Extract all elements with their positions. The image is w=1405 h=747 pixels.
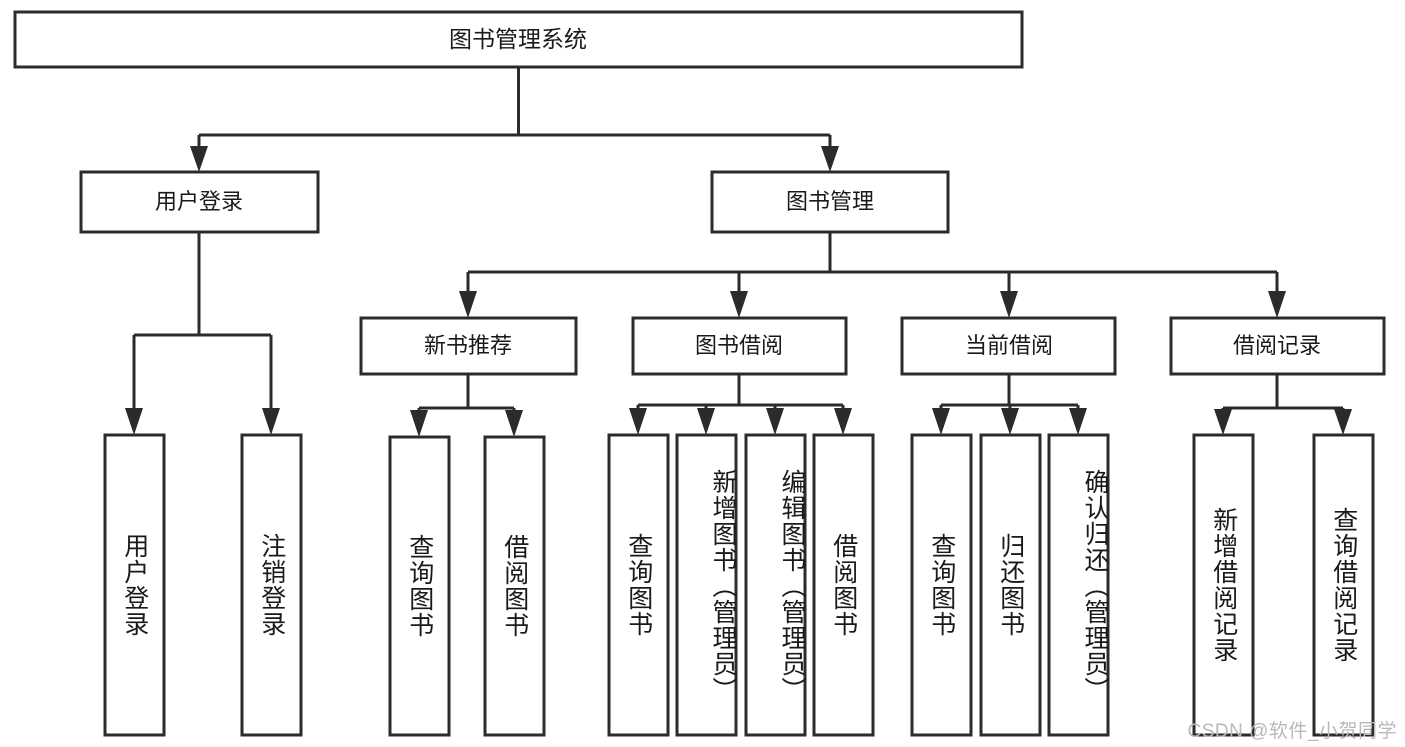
node-borrow-record-box[interactable] (1169, 316, 1386, 376)
node-book-borrow[interactable]: 图书借阅 (631, 316, 848, 376)
arrowhead-current-borrow-leaf-3 (1069, 408, 1087, 435)
leaf-box-book-borrow-3[interactable] (744, 433, 807, 737)
node-new-book-recommend[interactable]: 新书推荐 (359, 316, 578, 376)
arrowhead-leaf-user-login-1 (125, 408, 143, 435)
leaf-box-book-borrow-1[interactable] (607, 433, 670, 737)
arrowhead-current-borrow-leaf-2 (1001, 408, 1019, 435)
arrowhead-new-book-leaf-2 (505, 410, 523, 437)
arrowhead-current-borrow (1000, 291, 1018, 318)
leaf-box-current-borrow-2[interactable] (979, 433, 1042, 737)
node-book-management[interactable]: 图书管理 (710, 170, 950, 234)
arrowhead-book-borrow-leaf-3 (766, 408, 784, 435)
arrowhead-current-borrow-leaf-1 (932, 408, 950, 435)
node-new-book-recommend-label: 新书推荐 (424, 333, 512, 358)
node-borrow-record-label: 借阅记录 (1233, 333, 1321, 358)
arrowhead-new-book-leaf-1 (410, 410, 428, 437)
node-current-borrow-box[interactable] (900, 316, 1117, 376)
arrowhead-borrow-record (1268, 291, 1286, 318)
node-root-label: 图书管理系统 (449, 26, 587, 52)
csdn-watermark: CSDN @软件_小贺同学 (1187, 721, 1397, 742)
arrowhead-book-borrow-leaf-1 (629, 408, 647, 435)
node-current-borrow[interactable]: 当前借阅 (900, 316, 1117, 376)
node-root-box[interactable] (13, 10, 1024, 69)
leaf-box-user-login-1[interactable] (103, 433, 166, 737)
leaf-box-new-book-2[interactable] (483, 435, 546, 737)
arrowhead-book-borrow-leaf-4 (834, 408, 852, 435)
node-new-book-recommend-box[interactable] (359, 316, 578, 376)
arrowhead-leaf-user-login-2 (262, 408, 280, 435)
node-user-login[interactable]: 用户登录 (79, 170, 320, 234)
node-user-login-box[interactable] (79, 170, 320, 234)
node-root[interactable]: 图书管理系统 (13, 10, 1024, 69)
node-book-management-label: 图书管理 (786, 189, 874, 214)
node-current-borrow-label: 当前借阅 (965, 333, 1053, 358)
leaf-box-borrow-record-1[interactable] (1192, 433, 1255, 737)
connector-group (125, 67, 1352, 437)
leaf-boxes (103, 433, 1375, 737)
arrowhead-user-login (190, 146, 208, 172)
node-user-login-label: 用户登录 (155, 189, 243, 214)
node-book-borrow-box[interactable] (631, 316, 848, 376)
arrowhead-new-book (459, 291, 477, 318)
arrowhead-borrow-record-leaf-2 (1334, 409, 1352, 435)
leaf-box-book-borrow-4[interactable] (812, 433, 875, 737)
arrowhead-book-mgmt (821, 146, 839, 172)
node-book-management-box[interactable] (710, 170, 950, 234)
node-book-borrow-label: 图书借阅 (695, 333, 783, 358)
arrowhead-book-borrow (730, 291, 748, 318)
leaf-box-current-borrow-3[interactable] (1047, 433, 1110, 737)
leaf-box-current-borrow-1[interactable] (910, 433, 973, 737)
leaf-box-new-book-1[interactable] (388, 435, 451, 737)
leaf-box-borrow-record-2[interactable] (1312, 433, 1375, 737)
arrowhead-book-borrow-leaf-2 (697, 408, 715, 435)
node-borrow-record[interactable]: 借阅记录 (1169, 316, 1386, 376)
leaf-box-user-login-2[interactable] (240, 433, 303, 737)
arrowhead-borrow-record-leaf-1 (1214, 409, 1232, 435)
leaf-box-book-borrow-2[interactable] (675, 433, 738, 737)
